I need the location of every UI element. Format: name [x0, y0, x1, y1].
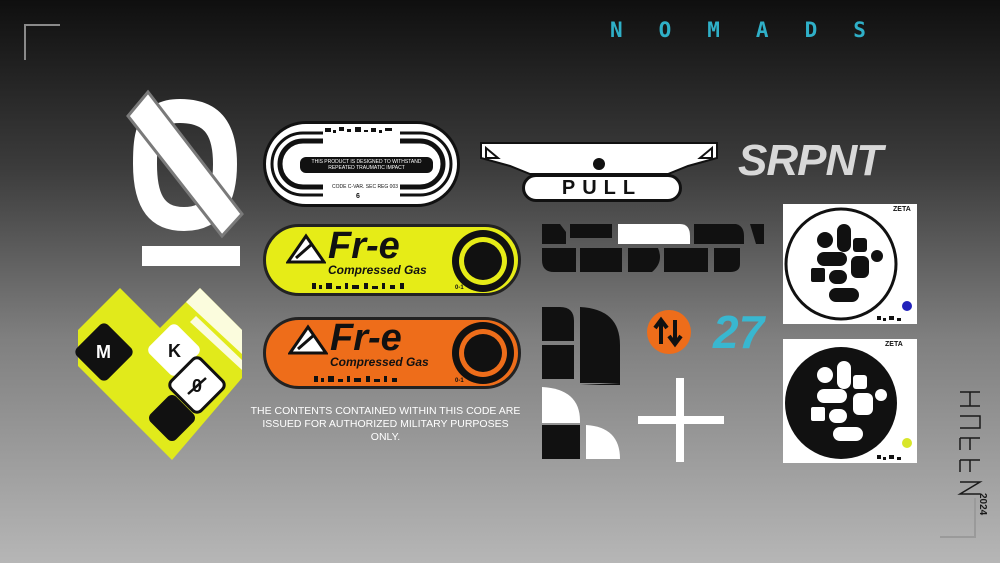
impact-label-code-text: CODE C-VAR. SEC REG 003 [331, 184, 399, 190]
corner-bracket-top-left [24, 24, 60, 60]
gas-orange-title: Fr-e [330, 317, 402, 359]
warning-triangle-icon [288, 324, 328, 355]
gas-yellow-subtitle: Compressed Gas [328, 263, 427, 277]
mk-badge-letter-k: K [168, 341, 181, 361]
vertical-signature-glyph [957, 391, 983, 495]
mk-heart-badge: 0 [75, 288, 242, 460]
zeta-sticker-light [783, 204, 917, 324]
mk-badge-letter-m: M [96, 342, 111, 362]
impact-label-stripes [270, 127, 453, 197]
gas-orange-code: 0-1 [455, 378, 464, 384]
gas-yellow-title: Fr-e [328, 225, 400, 267]
number-27-badge: 27 [713, 306, 765, 358]
gas-orange-barcode [314, 376, 397, 382]
gas-orange-subtitle: Compressed Gas [330, 355, 429, 369]
impact-label-warning-text: THIS PRODUCT IS DESIGNED TO WITHSTAND RE… [300, 157, 433, 173]
corner-bracket-bottom-right [940, 498, 976, 538]
gas-yellow-code: 0-1 [455, 285, 464, 291]
up-down-arrows-icon [647, 310, 691, 354]
plus-cross-icon [638, 378, 724, 462]
brand-title: NOMADS [610, 18, 902, 42]
gas-yellow-gauge [452, 230, 514, 292]
blocky-glyph-strip [542, 224, 764, 272]
block-shape-figure [542, 307, 620, 459]
zeta-sticker-dark [783, 339, 917, 463]
military-purpose-caption: THE CONTENTS CONTAINED WITHIN THIS CODE … [250, 405, 521, 443]
warning-triangle-icon [286, 233, 326, 264]
slashed-zero-logo [126, 89, 244, 266]
zeta-dark-label: ZETA [885, 341, 903, 348]
pull-tag-label: PULL [561, 176, 643, 199]
gas-yellow-barcode [312, 283, 404, 289]
zeta-light-label: ZETA [893, 206, 911, 213]
pull-tag-label-box: PULL [522, 174, 682, 202]
gas-orange-gauge [452, 322, 514, 384]
impact-label-number: 6 [356, 193, 360, 200]
srpnt-logo-text: SRPNT [738, 136, 883, 185]
